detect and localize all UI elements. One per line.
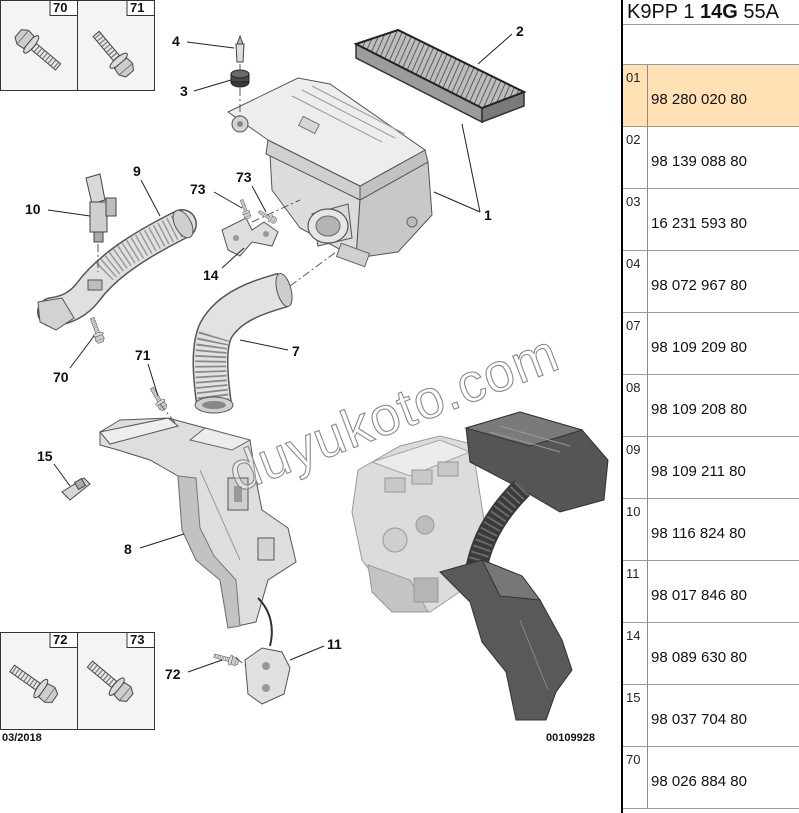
- parts-list-panel: K9PP 1 14G 55A 01 98 280 020 80 02 98 13…: [621, 0, 799, 813]
- part-row[interactable]: 07 98 109 209 80: [623, 313, 799, 375]
- thumbnail-label: 70: [53, 0, 67, 15]
- clip-part-15: [61, 477, 91, 501]
- leader-lines: [47, 33, 513, 673]
- screw-72-icon: [211, 648, 242, 670]
- air-filter-box: [227, 77, 433, 268]
- part-number: 98 037 704 80: [651, 711, 747, 728]
- callout-1[interactable]: 1: [484, 207, 492, 223]
- part-index: 70: [623, 747, 648, 808]
- callout-3[interactable]: 3: [180, 83, 188, 99]
- callout-73[interactable]: 73: [190, 181, 206, 197]
- screw-73-icon: [255, 206, 280, 227]
- vehicle-code-header: K9PP 1 14G 55A: [623, 0, 799, 25]
- callout-labels: 1 2 3 4 7 8 9 10 11 14 15 70 71 72 73 73: [25, 23, 524, 682]
- part-index: 07: [623, 313, 648, 374]
- part-index: 03: [623, 189, 648, 250]
- screw-71-icon: [145, 383, 171, 414]
- engine-rendering: [351, 411, 609, 721]
- part-row[interactable]: 09 98 109 211 80: [623, 437, 799, 499]
- part-row[interactable]: 10 98 116 824 80: [623, 499, 799, 561]
- part-number: 98 109 209 80: [651, 339, 747, 356]
- callout-9[interactable]: 9: [133, 163, 141, 179]
- part-index: 15: [623, 685, 648, 746]
- part-number: 98 072 967 80: [651, 277, 747, 294]
- air-hose-part-9: [37, 209, 197, 331]
- assembly-axis-lines: [97, 64, 337, 667]
- part-index: 09: [623, 437, 648, 498]
- filter-element: [353, 28, 527, 124]
- part-index: 04: [623, 251, 648, 312]
- callout-14[interactable]: 14: [203, 267, 219, 283]
- thumbnail-box-70[interactable]: 70: [0, 0, 78, 91]
- thumbnail-label: 73: [130, 632, 144, 647]
- thumbnail-box-73[interactable]: 73: [77, 632, 155, 730]
- thumbnail-box-71[interactable]: 71: [77, 0, 155, 91]
- screw-73-icon: [236, 197, 254, 222]
- part-row[interactable]: 70 98 026 884 80: [623, 747, 799, 809]
- part-number: 98 017 846 80: [651, 587, 747, 604]
- part-row[interactable]: 01 98 280 020 80: [623, 65, 799, 127]
- part-row[interactable]: 04 98 072 967 80: [623, 251, 799, 313]
- callout-70[interactable]: 70: [53, 369, 69, 385]
- screw-70-icon: [85, 314, 108, 347]
- thumbnail-box-72[interactable]: 72: [0, 632, 78, 730]
- part-row[interactable]: 08 98 109 208 80: [623, 375, 799, 437]
- part-number: 98 089 630 80: [651, 649, 747, 666]
- part-row[interactable]: 03 16 231 593 80: [623, 189, 799, 251]
- callout-10[interactable]: 10: [25, 201, 41, 217]
- resonator-part-8: [99, 417, 297, 629]
- callout-71[interactable]: 71: [135, 347, 151, 363]
- callout-7[interactable]: 7: [292, 343, 300, 359]
- part-index: 01: [623, 65, 648, 126]
- part-index: 08: [623, 375, 648, 436]
- pin-part-4: [235, 34, 245, 63]
- part-number: 98 026 884 80: [651, 773, 747, 790]
- support-bracket-part-11: [244, 647, 291, 705]
- callout-15[interactable]: 15: [37, 448, 53, 464]
- callout-11[interactable]: 11: [327, 636, 342, 652]
- callout-4[interactable]: 4: [172, 33, 180, 49]
- part-number: 98 139 088 80: [651, 153, 747, 170]
- grommet-part-3: [230, 69, 250, 88]
- exploded-diagram: 70 71 72 73: [0, 0, 609, 744]
- part-number: 98 280 020 80: [651, 91, 747, 108]
- part-number: 98 109 211 80: [651, 463, 746, 480]
- callout-73[interactable]: 73: [236, 169, 252, 185]
- part-index: 11: [623, 561, 648, 622]
- callout-72[interactable]: 72: [165, 666, 181, 682]
- part-row[interactable]: 11 98 017 846 80: [623, 561, 799, 623]
- callout-8[interactable]: 8: [124, 541, 132, 557]
- part-row[interactable]: 02 98 139 088 80: [623, 127, 799, 189]
- part-row[interactable]: 15 98 037 704 80: [623, 685, 799, 747]
- callout-2[interactable]: 2: [516, 23, 524, 39]
- bracket-part-14: [221, 217, 279, 257]
- part-index: 10: [623, 499, 648, 560]
- part-index: 14: [623, 623, 648, 684]
- part-number: 98 116 824 80: [651, 525, 746, 542]
- corrugated-hose-part-7: [192, 272, 293, 414]
- code-suffix: 55A: [743, 1, 779, 23]
- part-number: 16 231 593 80: [651, 215, 747, 232]
- code-prefix: K9PP 1: [627, 1, 695, 23]
- part-index: 02: [623, 127, 648, 188]
- thumbnail-label: 72: [53, 632, 67, 647]
- drawing-number: 00109928: [546, 732, 595, 744]
- sensor-part-10: [85, 173, 117, 243]
- code-bold: 14G: [700, 1, 738, 23]
- part-row[interactable]: 14 98 089 630 80: [623, 623, 799, 685]
- thumbnail-label: 71: [130, 0, 144, 15]
- header-spacer-row: [623, 25, 799, 65]
- revision-date: 03/2018: [2, 732, 42, 744]
- wire: [257, 597, 273, 647]
- part-number: 98 109 208 80: [651, 401, 747, 418]
